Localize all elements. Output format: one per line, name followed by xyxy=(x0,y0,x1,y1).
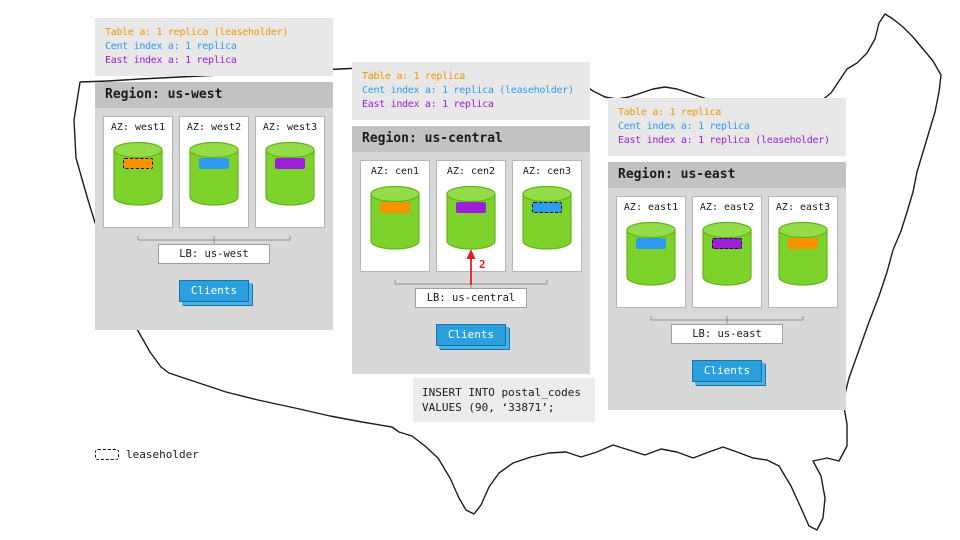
database-cylinder xyxy=(445,185,497,251)
leaseholder-label: leaseholder xyxy=(126,448,199,461)
replica-band xyxy=(380,202,410,213)
leaseholder-legend: leaseholder xyxy=(95,448,199,461)
legend-line-east-index: East index a: 1 replica xyxy=(362,99,494,110)
clients-button: Clients xyxy=(692,360,762,382)
sql-line-1: INSERT INTO postal_codes xyxy=(422,386,581,399)
region-box-us-east: Region: us-east AZ: east1 AZ: east2 xyxy=(608,162,846,410)
database-cylinder xyxy=(521,185,573,251)
region-title: Region: us-east xyxy=(608,162,846,188)
legend-line-cent-index: Cent index a: 1 replica xyxy=(618,121,750,132)
database-cylinder xyxy=(188,141,240,207)
az-row: AZ: west1 AZ: west2 xyxy=(95,108,333,236)
database-icon xyxy=(522,185,572,250)
replica-band-leaseholder xyxy=(123,158,153,169)
lb-connector xyxy=(137,236,291,244)
database-icon xyxy=(778,221,828,286)
replica-band xyxy=(636,238,666,249)
database-cylinder xyxy=(369,185,421,251)
az-box-cen3: AZ: cen3 xyxy=(512,160,582,272)
az-box-west2: AZ: west2 xyxy=(179,116,249,228)
region-panel-us-central: Table a: 1 replica Cent index a: 1 repli… xyxy=(352,62,590,374)
legend-line-east-index: East index a: 1 replica (leaseholder) xyxy=(618,135,830,146)
az-box-east2: AZ: east2 xyxy=(692,196,762,308)
database-cylinder xyxy=(625,221,677,287)
az-box-west1: AZ: west1 xyxy=(103,116,173,228)
replica-band xyxy=(275,158,305,169)
database-icon xyxy=(446,185,496,250)
az-label: AZ: west2 xyxy=(186,122,242,133)
arrow-up-icon xyxy=(466,249,476,285)
load-balancer: LB: us-west xyxy=(158,244,270,264)
az-box-west3: AZ: west3 xyxy=(255,116,325,228)
region-title: Region: us-west xyxy=(95,82,333,108)
database-icon xyxy=(370,185,420,250)
az-box-cen1: AZ: cen1 xyxy=(360,160,430,272)
region-title: Region: us-central xyxy=(352,126,590,152)
replica-band-leaseholder xyxy=(712,238,742,249)
lb-connector xyxy=(650,316,804,324)
az-label: AZ: east2 xyxy=(699,202,755,213)
az-box-east3: AZ: east3 xyxy=(768,196,838,308)
database-cylinder xyxy=(777,221,829,287)
region-panel-us-east: Table a: 1 replica Cent index a: 1 repli… xyxy=(608,98,846,410)
sql-line-2: VALUES (90, ‘33871’; xyxy=(422,401,555,414)
az-label: AZ: cen1 xyxy=(370,166,420,177)
az-label: AZ: west3 xyxy=(262,122,318,133)
az-label: AZ: west1 xyxy=(110,122,166,133)
leaseholder-icon xyxy=(95,449,119,460)
az-label: AZ: east3 xyxy=(775,202,831,213)
clients-button: Clients xyxy=(179,280,249,302)
database-cylinder xyxy=(701,221,753,287)
az-label: AZ: east1 xyxy=(623,202,679,213)
load-balancer: LB: us-east xyxy=(671,324,783,344)
database-icon xyxy=(626,221,676,286)
insert-arrow: 2 xyxy=(464,248,494,286)
replica-band xyxy=(456,202,486,213)
az-row: AZ: east1 AZ: east2 xyxy=(608,188,846,316)
database-icon xyxy=(265,141,315,206)
replica-band xyxy=(199,158,229,169)
replica-band-leaseholder xyxy=(532,202,562,213)
database-icon xyxy=(702,221,752,286)
az-label: AZ: cen2 xyxy=(446,166,496,177)
legend-line-east-index: East index a: 1 replica xyxy=(105,55,237,66)
lb-connector xyxy=(394,280,548,288)
database-icon xyxy=(189,141,239,206)
arrow-step-label: 2 xyxy=(479,258,486,271)
database-cylinder xyxy=(264,141,316,207)
clients-button: Clients xyxy=(436,324,506,346)
replica-legend-us-east: Table a: 1 replica Cent index a: 1 repli… xyxy=(608,98,846,156)
database-icon xyxy=(113,141,163,206)
legend-line-cent-index: Cent index a: 1 replica (leaseholder) xyxy=(362,85,574,96)
az-label: AZ: cen3 xyxy=(522,166,572,177)
region-box-us-west: Region: us-west AZ: west1 AZ: west2 xyxy=(95,82,333,330)
sql-insert-note: INSERT INTO postal_codes VALUES (90, ‘33… xyxy=(413,378,595,422)
replica-legend-us-central: Table a: 1 replica Cent index a: 1 repli… xyxy=(352,62,590,120)
database-cylinder xyxy=(112,141,164,207)
legend-line-cent-index: Cent index a: 1 replica xyxy=(105,41,237,52)
legend-line-table: Table a: 1 replica xyxy=(362,71,465,82)
az-box-east1: AZ: east1 xyxy=(616,196,686,308)
legend-line-table: Table a: 1 replica xyxy=(618,107,721,118)
load-balancer: LB: us-central xyxy=(415,288,527,308)
legend-line-table: Table a: 1 replica (leaseholder) xyxy=(105,27,289,38)
replica-band xyxy=(788,238,818,249)
replica-legend-us-west: Table a: 1 replica (leaseholder) Cent in… xyxy=(95,18,333,76)
region-panel-us-west: Table a: 1 replica (leaseholder) Cent in… xyxy=(95,18,333,330)
